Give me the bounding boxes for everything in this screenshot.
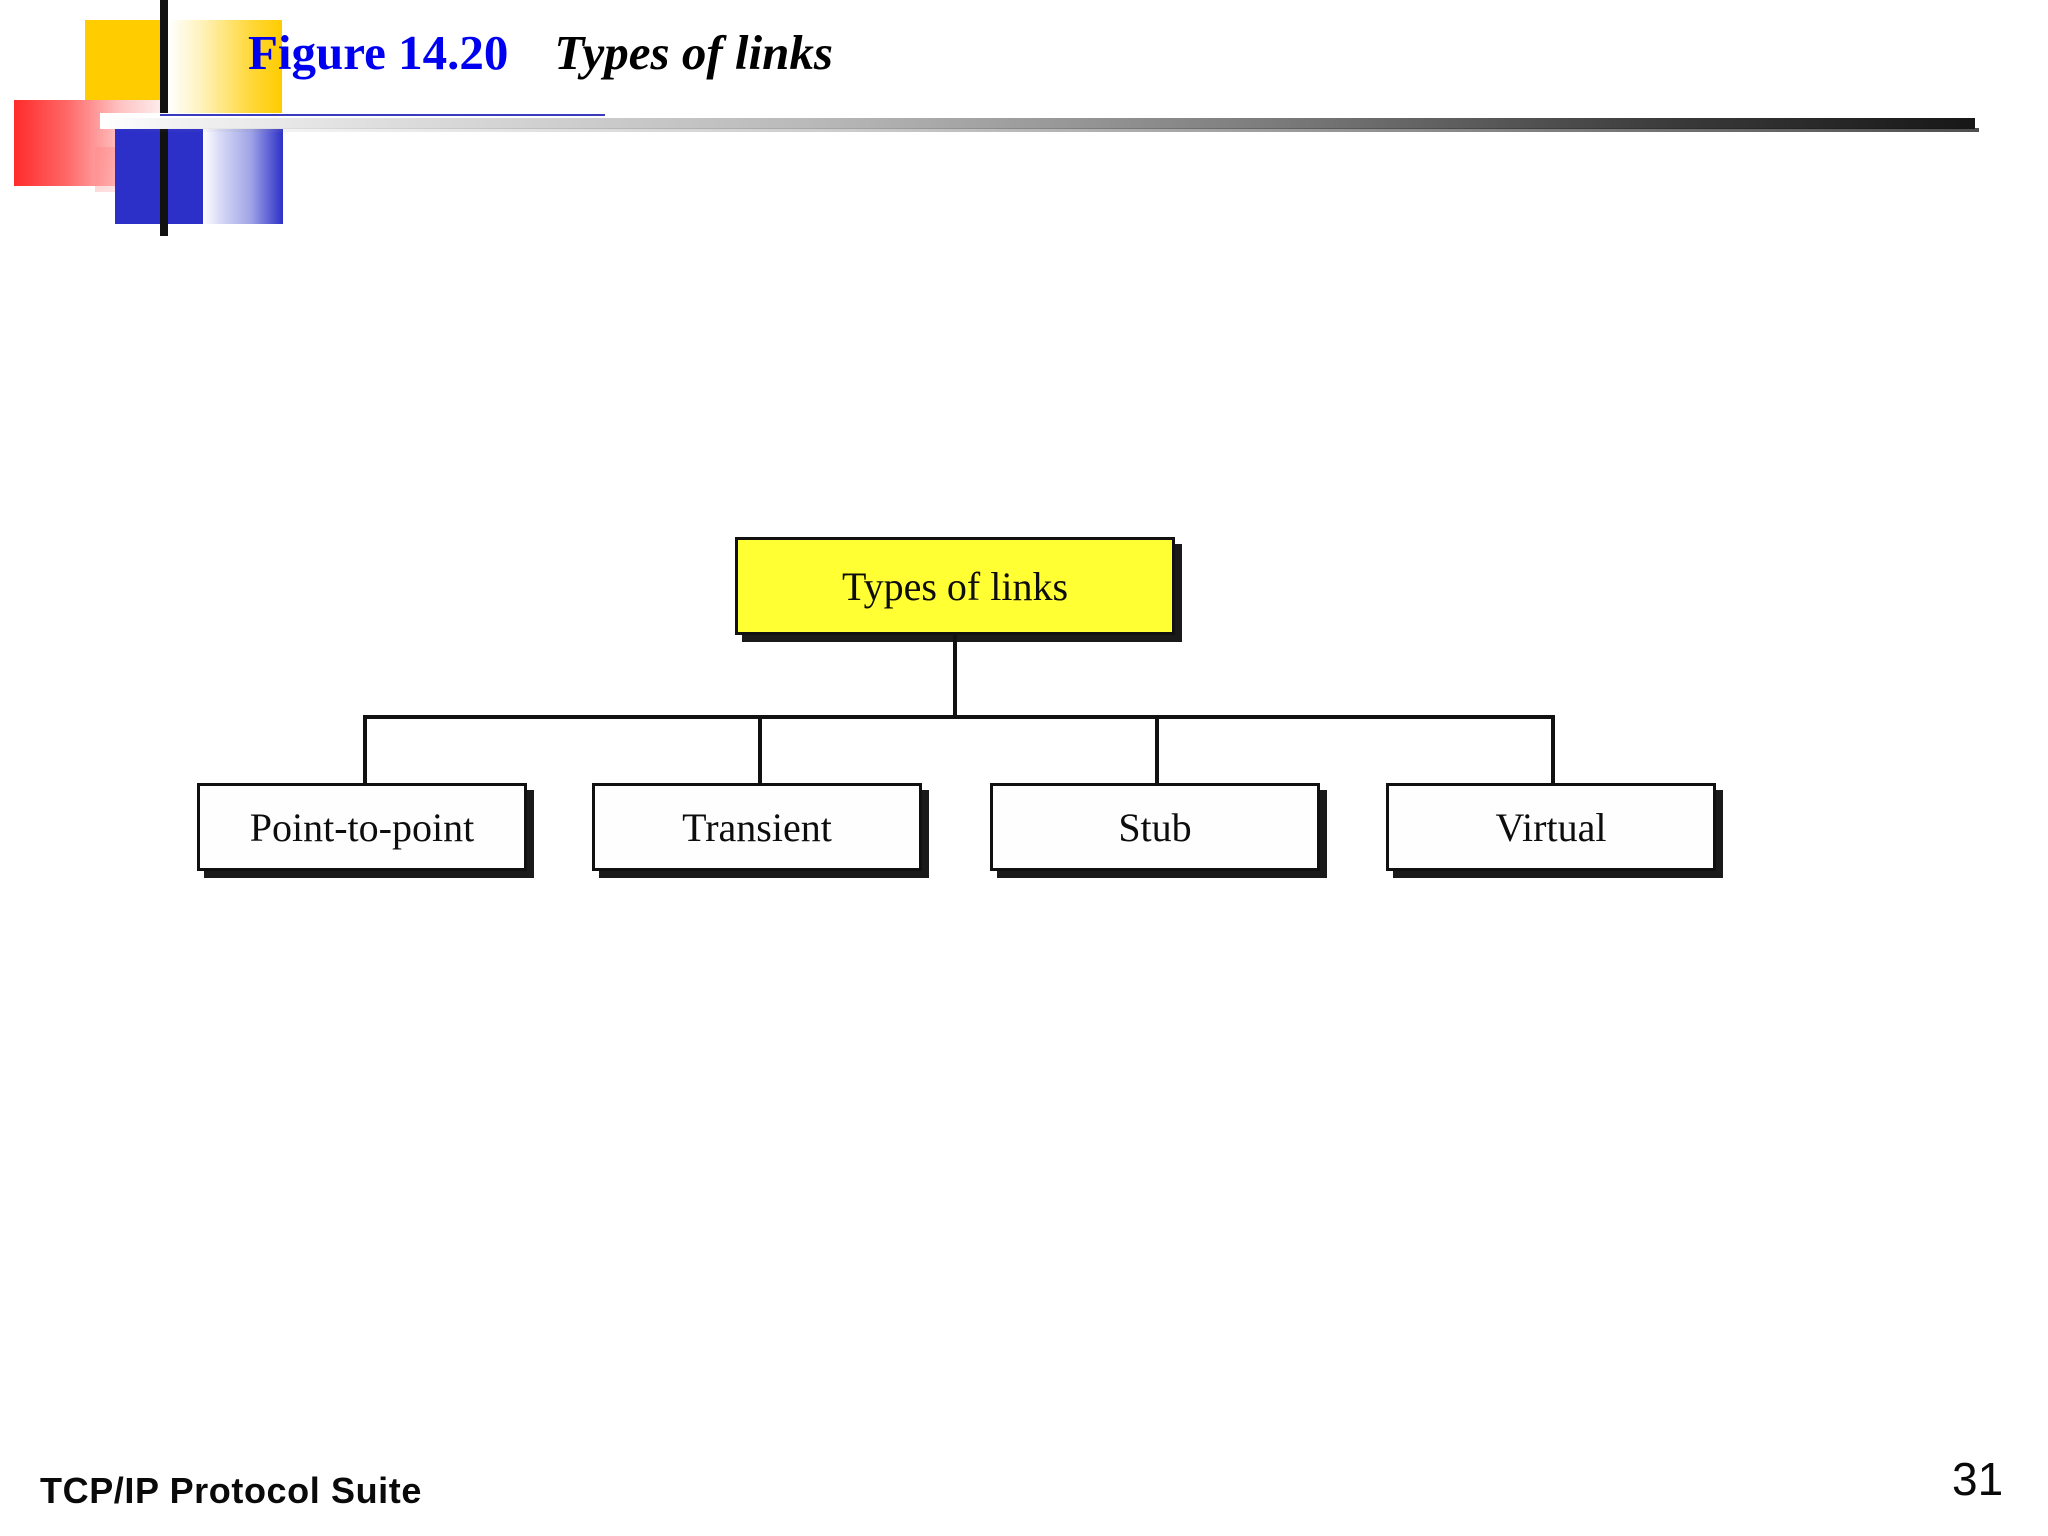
tree-node-virtual-label: Virtual [1495,804,1607,850]
edge-drop-stub [1155,715,1159,783]
figure-number: Figure 14.20 [248,25,509,80]
slide-decoration [0,0,2048,260]
edge-drop-transient [758,715,762,783]
figure-caption: Types of links [554,25,833,80]
page-title: Figure 14.20 Types of links [248,27,833,78]
decor-thin-blue-line [160,114,605,116]
tree-node-stub: Stub [990,783,1320,871]
edge-drop-point-to-point [363,715,367,783]
decor-horizontal-rule-shadow [104,128,1979,132]
decor-horizontal-rule [100,118,1975,129]
tree-node-root: Types of links [735,537,1175,635]
decor-blue-square-2 [168,125,203,224]
decor-yellow-gradient-square [168,20,282,125]
edge-horizontal-bus [363,715,1555,719]
tree-node-root-label: Types of links [841,563,1069,609]
footer-label: TCP/IP Protocol Suite [40,1470,422,1511]
tree-node-transient-label: Transient [682,804,832,850]
tree-node-point-to-point-label: Point-to-point [249,804,475,850]
edge-root-stem [953,635,957,717]
edge-drop-virtual [1551,715,1555,783]
tree-node-virtual: Virtual [1386,783,1716,871]
decor-blue-gradient-square [203,125,283,224]
page-number: 31 [1952,1453,2004,1505]
tree-node-transient: Transient [592,783,922,871]
decor-blue-square [115,125,161,224]
tree-node-point-to-point: Point-to-point [197,783,527,871]
tree-node-stub-label: Stub [1118,804,1192,850]
